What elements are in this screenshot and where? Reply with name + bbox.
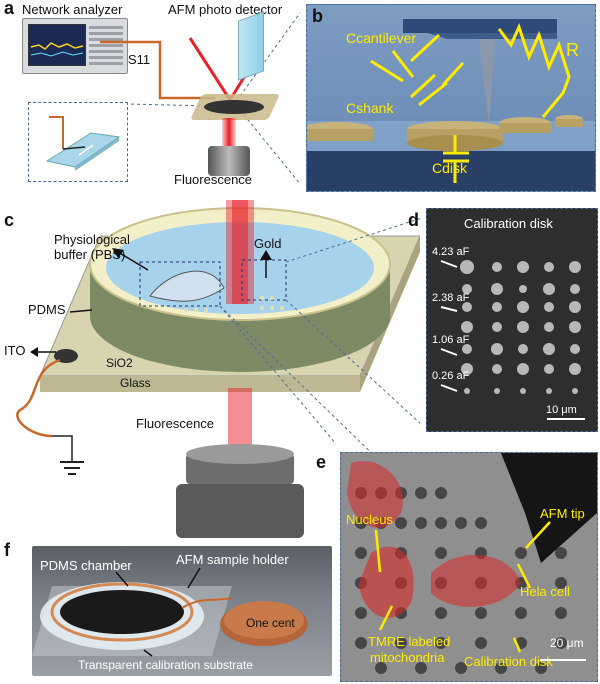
tmre-label-line2: mitochondria — [370, 650, 445, 665]
s11-label: S11 — [128, 52, 151, 67]
analyzer-screen — [28, 24, 86, 66]
one-cent-label: One cent — [246, 616, 295, 630]
glass-label: Glass — [120, 376, 151, 390]
objective-lens-a — [208, 146, 250, 176]
afm-photo-detector-label: AFM photo detector — [168, 2, 283, 17]
panel-c-drawing — [16, 200, 420, 538]
tmre-label-line1: TMRE labeled — [368, 634, 451, 649]
r-label: R — [566, 40, 579, 60]
fluorescence-label-a: Fluorescence — [174, 172, 253, 187]
row-label-3: 1.06 aF — [432, 334, 470, 346]
photo-detector — [238, 11, 264, 81]
hela-cell-label: Hela cell — [520, 584, 570, 599]
chip-inset-drawing — [45, 116, 121, 171]
pdms-label: PDMS — [28, 302, 66, 317]
panel-label-b: b — [312, 6, 323, 26]
panel-d — [426, 208, 598, 432]
scale-bar-e: 20 μm — [550, 636, 584, 650]
scale-bar-d: 10 μm — [546, 404, 577, 416]
panel-f-drawing — [32, 582, 308, 656]
row-label-1: 4.23 aF — [432, 246, 470, 258]
pdms-chamber-label: PDMS chamber — [40, 558, 132, 573]
laser-beam-a — [222, 118, 236, 148]
panel-label-d: d — [408, 210, 419, 230]
physiological-buffer-label: Physiological buffer (PBS) — [54, 232, 130, 262]
c-cantilever-label: Ccantilever — [346, 30, 417, 46]
panel-e — [340, 452, 598, 682]
network-analyzer-instrument — [22, 18, 128, 74]
calibration-disk-label-e: Calibration disk — [464, 654, 553, 669]
afm-sample-holder-label: AFM sample holder — [176, 552, 289, 567]
nucleus-label: Nucleus — [346, 512, 393, 527]
panel-e-image — [347, 453, 597, 674]
row-label-4: 0.26 aF — [432, 370, 470, 382]
transparent-substrate-label: Transparent calibration substrate — [78, 658, 253, 672]
fluorescence-label-c: Fluorescence — [136, 416, 215, 431]
calibration-disk-title: Calibration disk — [464, 216, 553, 231]
gold-label: Gold — [254, 236, 282, 251]
panel-b — [306, 4, 596, 192]
panel-f-photo — [32, 546, 332, 676]
panel-label-f: f — [4, 540, 10, 560]
panel-label-a: a — [4, 0, 15, 18]
panel-e-arrows — [374, 521, 586, 661]
analyzer-trace-icon — [30, 42, 84, 57]
c-shank-label: Cshank — [346, 100, 394, 116]
chip-inset — [28, 102, 128, 182]
ito-label: ITO — [4, 343, 26, 358]
network-analyzer-label: Network analyzer — [22, 2, 123, 17]
sio2-label: SiO2 — [106, 356, 133, 370]
c-disk-label: Cdisk — [432, 160, 468, 176]
row-label-2: 2.38 aF — [432, 292, 470, 304]
panel-b-drawing — [307, 19, 595, 191]
panel-f-arrows — [115, 567, 201, 657]
analyzer-buttons — [89, 25, 123, 65]
panel-label-e: e — [316, 452, 327, 472]
afm-tip-label: AFM tip — [540, 506, 585, 521]
sample-dish — [204, 100, 264, 114]
calibration-disk-array — [440, 260, 585, 420]
panel-label-c: c — [4, 210, 15, 230]
